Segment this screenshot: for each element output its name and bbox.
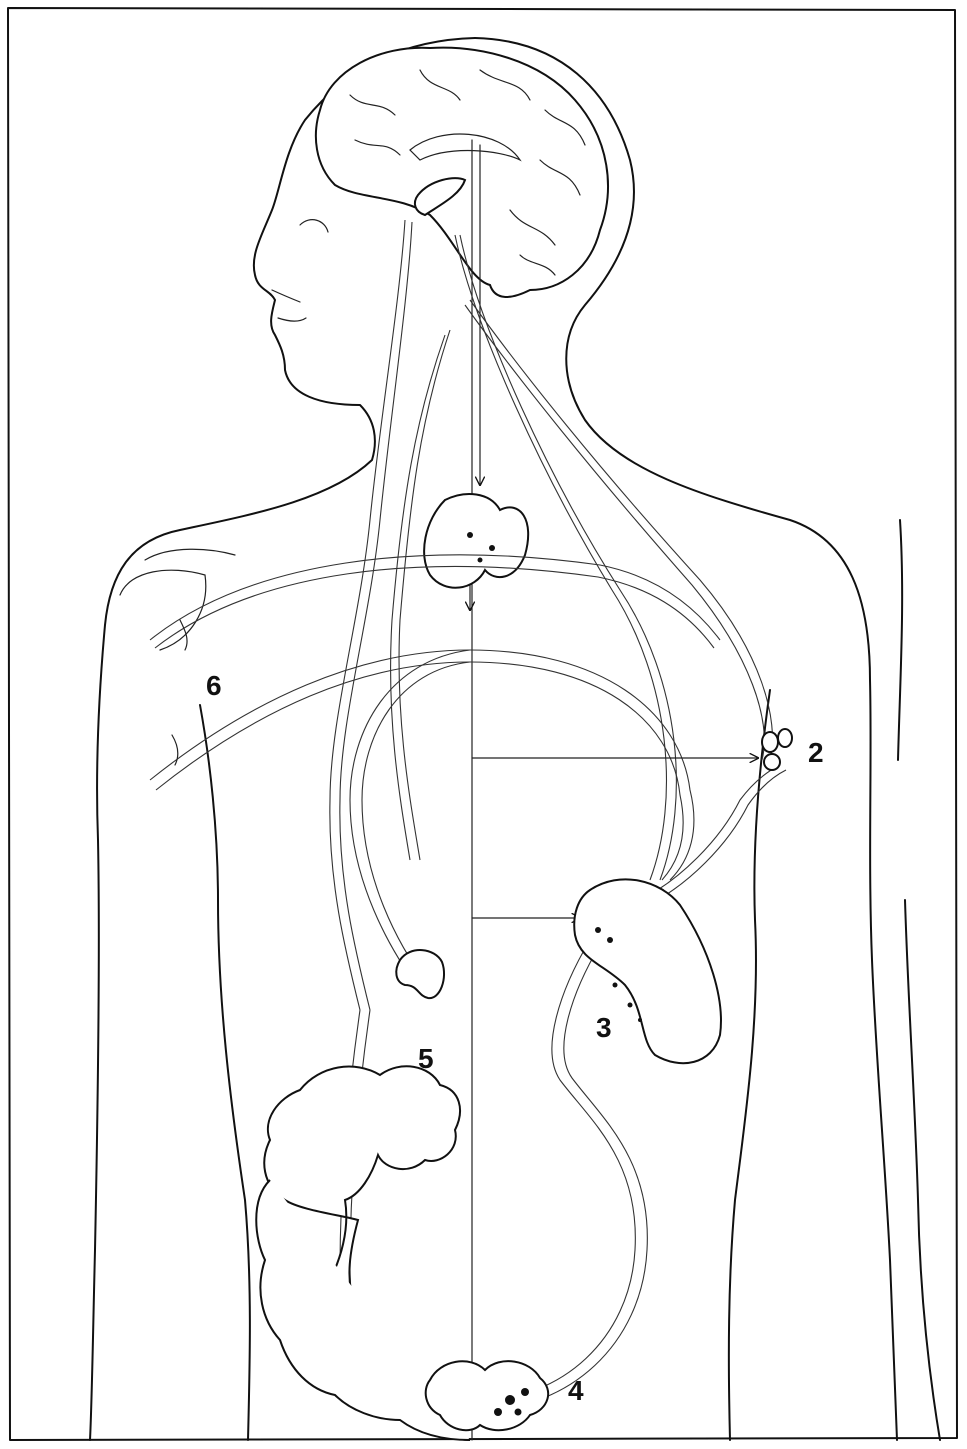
thyroid-gland	[424, 494, 528, 588]
brain	[316, 48, 608, 297]
label-4: 4	[568, 1375, 584, 1406]
shoulder-detail	[172, 620, 187, 765]
organ-2	[762, 729, 792, 770]
label-3: 3	[596, 1012, 612, 1043]
nerve-pathways	[150, 220, 786, 1410]
intestine	[256, 1066, 548, 1440]
label-2: 2	[808, 737, 824, 768]
organ-5	[396, 950, 444, 998]
label-5: 5	[418, 1043, 434, 1074]
central-axis	[470, 140, 480, 1440]
label-6: 6	[206, 670, 222, 701]
